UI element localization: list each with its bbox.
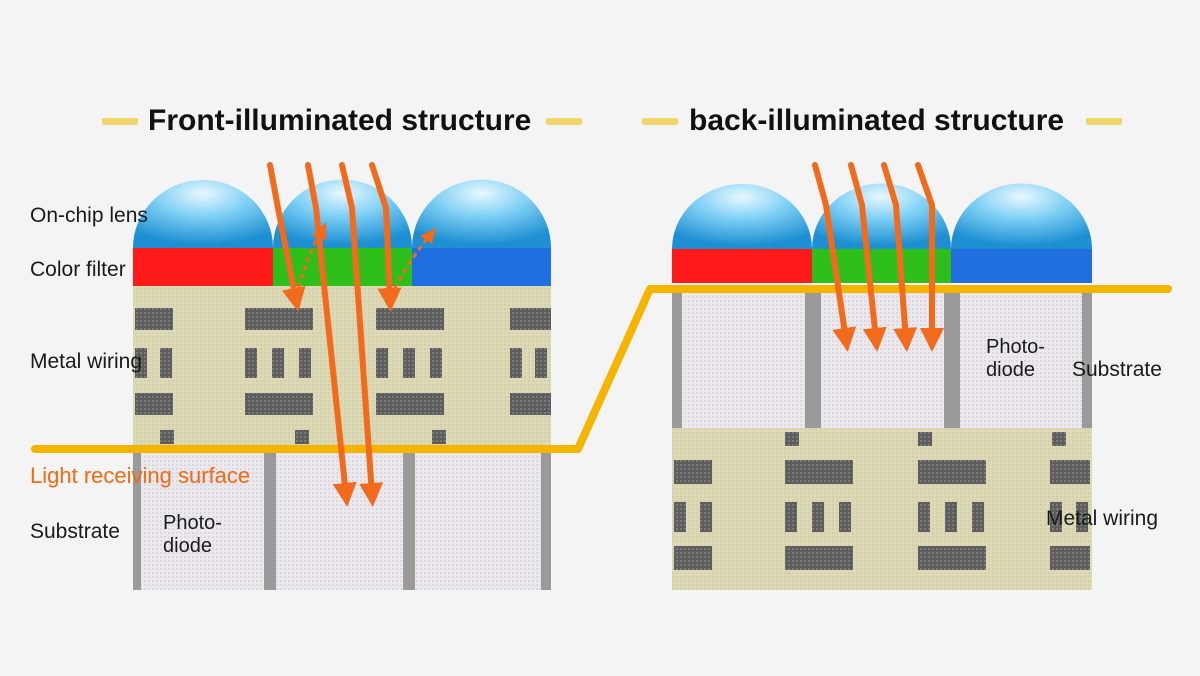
front-filter-red (133, 248, 273, 286)
back-lens-2 (812, 183, 951, 249)
light-receiving-surface-label: Light receiving surface (30, 463, 251, 488)
color-filter-label: Color filter (30, 258, 126, 281)
title-decoration (1086, 118, 1122, 125)
front-reflected-rays (294, 227, 432, 297)
title-decoration (642, 118, 678, 125)
back-title: back-illuminated structure (689, 104, 1065, 137)
reflected-arrowhead (420, 228, 436, 244)
front-substrate-divider (264, 452, 276, 590)
title-decoration (546, 118, 582, 125)
back-substrate-divider (805, 289, 821, 428)
back-substrate-divider (944, 289, 960, 428)
back-lens-3 (951, 183, 1092, 249)
back-metal-wiring-label: Metal wiring (1046, 507, 1159, 530)
front-metal-wiring (135, 308, 551, 444)
back-filter-blue (951, 249, 1092, 283)
front-lens-1 (133, 180, 273, 248)
light-ray-arrow (812, 162, 857, 352)
front-substrate-divider (403, 452, 415, 590)
back-light-arrows (812, 162, 944, 352)
reflected-ray-arrow (294, 227, 324, 297)
front-light-arrows (267, 162, 402, 507)
back-substrate-label: Substrate (1072, 358, 1162, 381)
light-ray-arrow (881, 162, 918, 352)
back-filter-red (672, 249, 812, 283)
light-ray-arrow (339, 162, 384, 507)
back-metal-wiring (674, 432, 1090, 570)
reflected-ray-arrow (388, 233, 432, 297)
light-ray-arrow (267, 162, 306, 312)
back-substrate (672, 289, 1092, 428)
front-photodiode-label: Photo- diode (163, 512, 222, 557)
light-receiving-surface-line (31, 285, 1172, 453)
front-title: Front-illuminated structure (148, 104, 532, 137)
front-metal-wiring-label: Metal wiring (30, 350, 143, 373)
on-chip-lens-label: On-chip lens (30, 204, 148, 227)
back-wiring-layer (672, 428, 1092, 590)
light-ray-arrow (305, 162, 357, 507)
front-substrate-divider (541, 452, 551, 590)
front-filter-blue (412, 248, 551, 286)
back-substrate-divider (672, 289, 682, 428)
front-lens-3 (412, 179, 551, 248)
front-wiring-layer (133, 286, 551, 452)
back-photodiode-label: Photo- diode (986, 336, 1045, 381)
front-substrate-divider (133, 452, 141, 590)
reflected-arrowhead (312, 222, 326, 240)
light-ray-arrow (369, 162, 402, 312)
light-ray-arrow (915, 162, 944, 352)
front-substrate-label: Substrate (30, 520, 120, 543)
title-decoration (102, 118, 138, 125)
light-ray-arrow (848, 162, 887, 352)
back-lens-1 (672, 184, 812, 249)
back-substrate-divider (1082, 289, 1092, 428)
front-lens-2 (273, 179, 412, 248)
